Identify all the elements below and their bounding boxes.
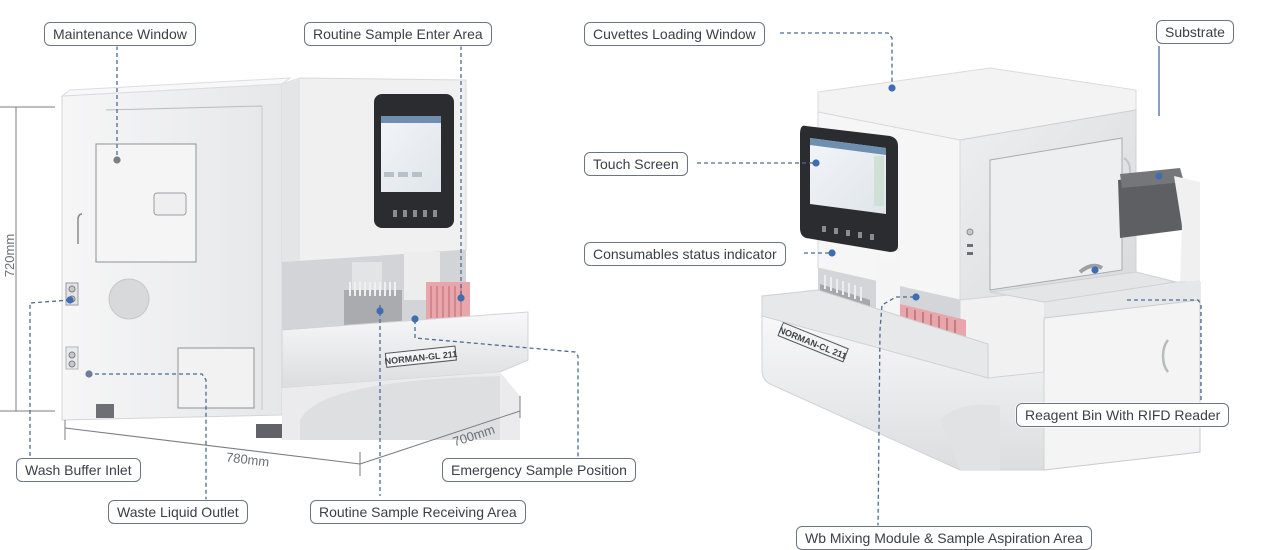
width-dimension-line xyxy=(64,427,361,465)
depth-dimension-line xyxy=(359,410,521,465)
label-emergency-sample-position: Emergency Sample Position xyxy=(442,458,636,482)
marker-dot xyxy=(912,293,920,301)
marker-dot xyxy=(812,159,820,167)
left-analyzer: NORMAN-GL 211 xyxy=(60,77,529,440)
label-maintenance-window: Maintenance Window xyxy=(44,22,196,46)
marker-dot xyxy=(888,84,896,92)
label-touch-screen: Touch Screen xyxy=(584,152,688,176)
label-substrate: Substrate xyxy=(1156,20,1234,44)
marker-dot xyxy=(85,370,93,378)
door-latch xyxy=(153,192,187,216)
label-wash-buffer-inlet: Wash Buffer Inlet xyxy=(16,458,141,482)
label-routine-sample-enter-area: Routine Sample Enter Area xyxy=(304,22,492,46)
marker-dot xyxy=(113,156,121,164)
leader-lines xyxy=(29,32,1202,529)
label-reagent-bin-rfid-reader: Reagent Bin With RIFD Reader xyxy=(1016,403,1230,427)
label-waste-liquid-outlet: Waste Liquid Outlet xyxy=(108,500,248,524)
label-wb-mixing-module: Wb Mixing Module & Sample Aspiration Are… xyxy=(796,526,1092,550)
marker-dot xyxy=(1155,172,1163,180)
marker-dot xyxy=(1091,266,1099,274)
foot xyxy=(256,424,286,438)
marker-dots xyxy=(66,84,1163,378)
reagent-bin xyxy=(1118,172,1182,238)
foot xyxy=(96,404,114,418)
label-routine-sample-receiving-area: Routine Sample Receiving Area xyxy=(310,500,526,524)
right-analyzer: NORMAN-CL 211 xyxy=(761,67,1201,471)
label-cuvettes-loading-window: Cuvettes Loading Window xyxy=(584,22,765,46)
marker-dot xyxy=(457,294,465,302)
height-dimension-label: 720mm xyxy=(2,233,18,278)
dimension-lines xyxy=(0,106,521,476)
marker-dot xyxy=(828,249,836,257)
marker-dot xyxy=(411,315,419,323)
marker-dot xyxy=(66,296,74,304)
marker-dot xyxy=(376,307,384,315)
label-consumables-status-indicator: Consumables status indicator xyxy=(584,242,786,266)
